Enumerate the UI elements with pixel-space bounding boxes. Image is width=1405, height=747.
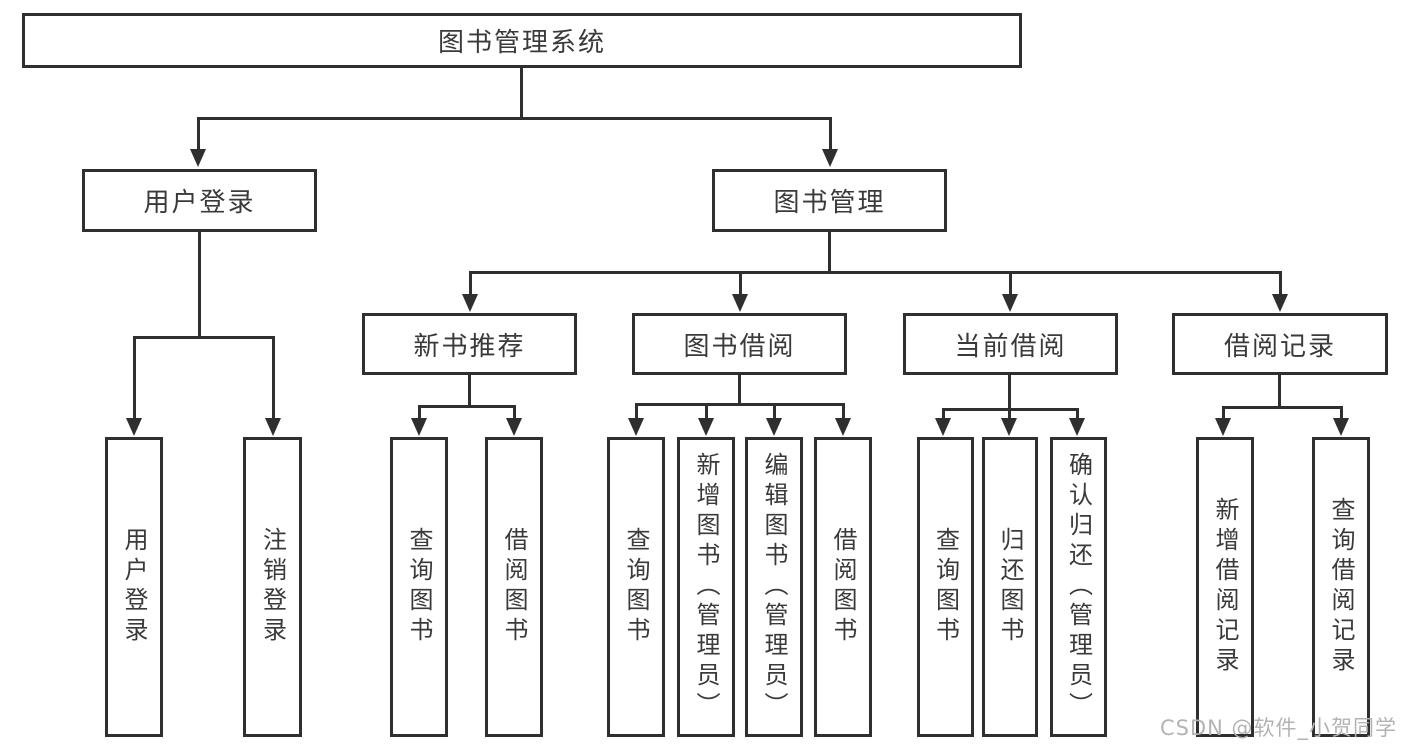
arrow-down-icon [935, 418, 951, 436]
leaf-return-books: 归还图书 [982, 437, 1038, 737]
connector-line [519, 68, 523, 120]
node-library-management-system: 图书管理系统 [22, 13, 1022, 68]
connector-line [634, 404, 638, 422]
connector-line [827, 232, 831, 274]
leaf-add-borrow-record: 新增借阅记录 [1196, 437, 1254, 737]
arrow-down-icon [732, 294, 748, 312]
leaf-query-books-borrowing: 查询图书 [607, 437, 665, 737]
arrow-down-icon [411, 418, 427, 436]
leaf-query-books-recommend: 查询图书 [390, 437, 448, 737]
connector-line [132, 337, 136, 422]
connector-line [737, 375, 741, 406]
connector-line [468, 270, 1282, 274]
connector-line [1278, 272, 1282, 298]
arrow-down-icon [1001, 418, 1017, 436]
leaf-user-login: 用户登录 [105, 437, 163, 737]
arrow-down-icon [766, 418, 782, 436]
leaf-query-borrow-record: 查询借阅记录 [1312, 437, 1370, 737]
connector-line [417, 404, 516, 408]
leaf-logout: 注销登录 [243, 437, 302, 737]
leaf-borrow-books-recommend: 借阅图书 [485, 437, 543, 737]
arrow-down-icon [506, 418, 522, 436]
node-current-borrowing: 当前借阅 [903, 313, 1118, 375]
arrow-down-icon [1333, 418, 1349, 436]
connector-line [1008, 272, 1012, 298]
connector-line [634, 402, 845, 406]
csdn-watermark: CSDN @软件_小贺同学 [1160, 716, 1398, 740]
leaf-edit-books-admin: 编辑图书（管理员） [745, 437, 803, 737]
connector-line [196, 118, 200, 153]
arrow-down-icon [1069, 418, 1085, 436]
connector-line [1221, 407, 1225, 422]
connector-line [1007, 375, 1011, 411]
connector-line [738, 272, 742, 298]
connector-line [1075, 409, 1079, 422]
arrow-down-icon [628, 418, 644, 436]
arrow-down-icon [822, 149, 838, 167]
connector-line [467, 375, 471, 408]
connector-line [1221, 405, 1343, 409]
connector-line [841, 404, 845, 422]
arrow-down-icon [1272, 294, 1288, 312]
node-user-login: 用户登录 [82, 169, 317, 232]
connector-line [1339, 407, 1343, 422]
connector-line [512, 406, 516, 422]
connector-line [1007, 409, 1011, 422]
arrow-down-icon [1215, 418, 1231, 436]
arrow-down-icon [462, 294, 478, 312]
leaf-add-books-admin: 新增图书（管理员） [677, 437, 735, 737]
arrow-down-icon [265, 418, 281, 436]
connector-line [132, 335, 275, 339]
connector-line [1277, 375, 1281, 409]
connector-line [196, 116, 832, 120]
leaf-confirm-return-admin: 确认归还（管理员） [1050, 437, 1107, 737]
connector-line [704, 404, 708, 422]
connector-line [941, 409, 945, 422]
connector-line [772, 404, 776, 422]
arrow-down-icon [835, 418, 851, 436]
arrow-down-icon [698, 418, 714, 436]
arrow-down-icon [190, 149, 206, 167]
arrow-down-icon [1002, 294, 1018, 312]
leaf-query-books-current: 查询图书 [917, 437, 974, 737]
node-borrowing-records: 借阅记录 [1172, 313, 1388, 375]
node-book-borrowing: 图书借阅 [632, 313, 847, 375]
leaf-borrow-books-borrowing: 借阅图书 [814, 437, 872, 737]
connector-line [197, 232, 201, 339]
connector-line [271, 337, 275, 422]
node-new-book-recommendation: 新书推荐 [362, 313, 577, 375]
connector-line [417, 406, 421, 422]
node-book-management: 图书管理 [712, 169, 947, 232]
connector-line [828, 118, 832, 153]
arrow-down-icon [126, 418, 142, 436]
connector-line [468, 272, 472, 298]
